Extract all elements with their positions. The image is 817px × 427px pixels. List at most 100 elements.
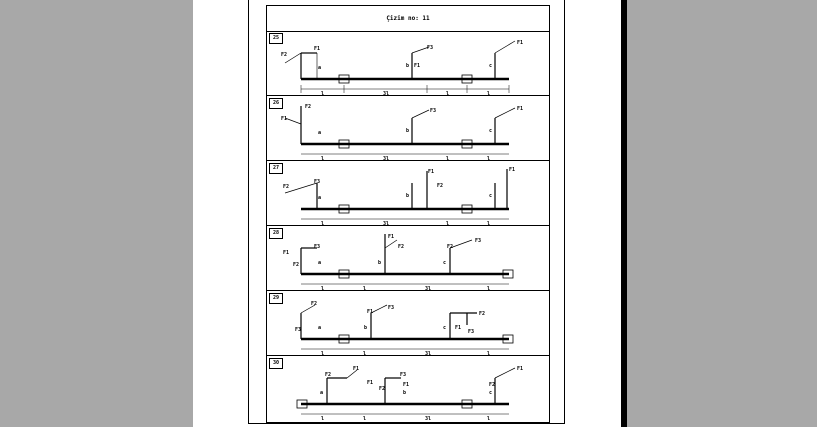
height-label: c	[443, 325, 446, 331]
height-label: c	[489, 63, 492, 69]
span-label: l	[487, 221, 490, 227]
span-label: l	[446, 156, 449, 162]
height-label: a	[318, 130, 321, 136]
bearing-support	[296, 399, 308, 409]
force-label: F2	[283, 184, 289, 190]
height-label: c	[489, 128, 492, 134]
height-label: a	[318, 260, 321, 266]
force-label: F2	[437, 183, 443, 189]
force-label: F1	[455, 325, 461, 331]
force-label: F1	[281, 116, 287, 122]
bearing-support	[338, 74, 350, 84]
problem-number: 30	[269, 358, 283, 369]
force-label: F1	[314, 46, 320, 52]
span-label: 3l	[425, 351, 431, 357]
problem-panel-30: 30 F2 F1 a F1 F2 F3 F1 b F1 F2 c l l	[267, 356, 549, 422]
span-label: l	[487, 351, 490, 357]
problem-panel-28: 28 F1 F2 F3 a F1 F2 b F2 F3 c l l 3l	[267, 226, 549, 292]
span-label: l	[321, 156, 324, 162]
force-label: F1	[283, 250, 289, 256]
height-label: c	[489, 193, 492, 199]
force-label: F3	[295, 327, 301, 333]
height-label: a	[320, 390, 323, 396]
force-label: F1	[388, 234, 394, 240]
span-label: l	[487, 416, 490, 422]
force-label: F1	[428, 169, 434, 175]
height-label: b	[406, 63, 409, 69]
problem-number: 26	[269, 98, 283, 109]
shaft-diagram: F1 F2 F3 a F1 F2 b F2 F3 c l l 3l l	[283, 234, 514, 292]
shaft-diagram: F2 F1 a F1 F2 F3 F1 b F1 F2 c l l 3l l	[296, 366, 523, 422]
bearing-support	[338, 269, 350, 279]
drawing-sheet: Çizim no: 11 25 F2 F1 a F3 F1 b	[266, 5, 550, 423]
force-label: F2	[398, 244, 404, 250]
force-label: F2	[293, 262, 299, 268]
span-label: l	[363, 416, 366, 422]
span-label: l	[487, 156, 490, 162]
page-right-border	[621, 0, 627, 427]
force-label: F2	[447, 244, 453, 250]
force-label: F2	[281, 52, 287, 58]
span-label: l	[321, 351, 324, 357]
problem-panel-25: 25 F2 F1 a F3 F1 b F1 c	[267, 31, 549, 97]
force-label: F3	[430, 108, 436, 114]
sheet-title: Çizim no: 11	[267, 6, 549, 32]
height-label: b	[364, 325, 367, 331]
height-label: b	[406, 193, 409, 199]
height-label: a	[318, 65, 321, 71]
span-label: l	[446, 91, 449, 97]
bearing-support	[502, 334, 514, 344]
height-label: c	[489, 390, 492, 396]
bearing-support	[461, 399, 473, 409]
force-label: F2	[325, 372, 331, 378]
span-label: 3l	[425, 416, 431, 422]
bearing-support	[338, 334, 350, 344]
span-label: l	[363, 351, 366, 357]
height-label: c	[443, 260, 446, 266]
force-label: F1	[414, 63, 420, 69]
force-label: F1	[403, 382, 409, 388]
problem-number: 25	[269, 33, 283, 44]
problem-number: 27	[269, 163, 283, 174]
problem-number: 28	[269, 228, 283, 239]
problem-panel-26: 26 F2 F1 a F3 b F1 c l 3l l l	[267, 96, 549, 162]
force-label: F3	[388, 305, 394, 311]
bearing-support	[461, 74, 473, 84]
height-label: a	[318, 325, 321, 331]
span-label: 3l	[383, 91, 389, 97]
force-label: F3	[400, 372, 406, 378]
span-label: 3l	[383, 156, 389, 162]
height-label: b	[403, 390, 406, 396]
force-label: F3	[475, 238, 481, 244]
force-label: F3	[314, 179, 320, 185]
span-label: 3l	[383, 221, 389, 227]
problem-panel-27: 27 F2 F3 a F1 F2 b F1 c l 3l l l	[267, 161, 549, 227]
force-label: F1	[367, 309, 373, 315]
span-label: 3l	[425, 286, 431, 292]
span-label: l	[321, 286, 324, 292]
problem-panel-29: 29 F2 F3 a F1 F3 b F2 F1 F3 c l l 3l	[267, 291, 549, 357]
force-label: F1	[517, 40, 523, 46]
force-label: F2	[479, 311, 485, 317]
force-label: F3	[427, 45, 433, 51]
force-label: F1	[509, 167, 515, 173]
height-label: b	[406, 128, 409, 134]
force-label: F1	[517, 106, 523, 112]
bearing-support	[461, 204, 473, 214]
shaft-diagram: F2 F1 a F3 b F1 c l 3l l l	[281, 104, 523, 162]
span-label: l	[446, 221, 449, 227]
span-label: l	[321, 91, 324, 97]
span-label: l	[321, 416, 324, 422]
bearing-support	[338, 139, 350, 149]
force-label: F3	[468, 329, 474, 335]
force-label: F1	[353, 366, 359, 372]
span-label: l	[487, 91, 490, 97]
bearing-support	[338, 204, 350, 214]
span-label: l	[363, 286, 366, 292]
bearing-support	[461, 139, 473, 149]
shaft-diagram: F2 F1 a F3 F1 b F1 c l 3l l l	[281, 40, 523, 97]
force-label: F2	[489, 382, 495, 388]
force-label: F2	[311, 301, 317, 307]
force-label: F1	[367, 380, 373, 386]
force-label: F2	[305, 104, 311, 110]
